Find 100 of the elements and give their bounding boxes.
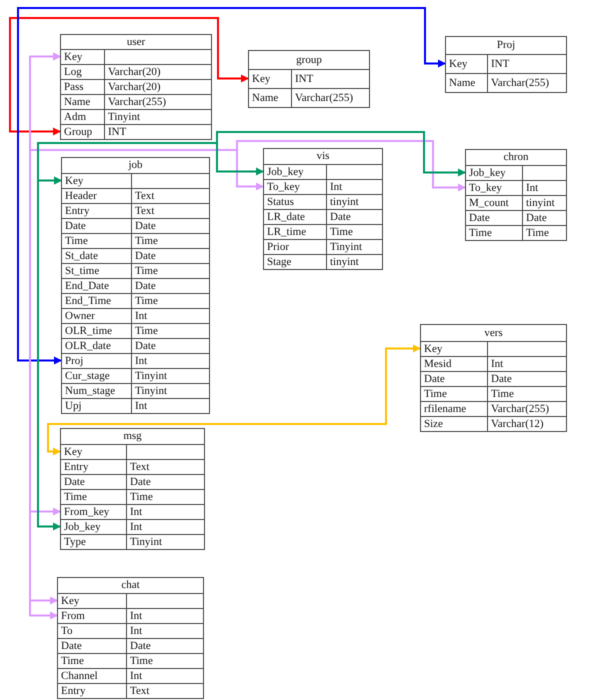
database-table	[263, 148, 383, 270]
table-name: Proj	[496, 38, 516, 53]
connector-arrow	[37, 176, 62, 530]
field-name: Job_key	[267, 165, 304, 179]
database-table	[60, 428, 205, 550]
table-name: vis	[316, 149, 330, 164]
field-type: Tinyint	[326, 240, 382, 254]
table-row	[249, 69, 369, 88]
field-type: Text	[131, 204, 209, 218]
field-type: Varchar(255)	[487, 74, 566, 92]
field-type: Date	[131, 219, 209, 233]
table-row	[264, 194, 382, 209]
table-row	[421, 386, 566, 401]
table-row	[264, 254, 382, 269]
table-row	[466, 165, 566, 180]
field-type: Int	[126, 520, 204, 534]
field-type: Int	[126, 609, 203, 623]
field-name: Channel	[61, 669, 98, 683]
table-row	[58, 638, 203, 653]
table-row	[61, 94, 211, 109]
field-type: INT	[291, 70, 369, 88]
field-type: tinyint	[326, 255, 382, 269]
field-name: Prior	[267, 240, 289, 254]
database-table	[445, 36, 567, 93]
table-row	[62, 248, 209, 263]
table-row	[62, 173, 209, 188]
field-name: Key	[64, 50, 82, 64]
field-type: Time	[131, 234, 209, 248]
field-type: Text	[131, 189, 209, 203]
field-name: Adm	[64, 110, 86, 124]
table-row	[421, 416, 566, 431]
field-type: tinyint	[522, 196, 566, 210]
connector-arrow	[47, 344, 421, 456]
table-row	[62, 323, 209, 338]
table-name: job	[127, 158, 144, 173]
field-name: Log	[64, 65, 82, 79]
field-type: Varchar(255)	[104, 95, 211, 109]
field-name: Date	[65, 219, 86, 233]
field-name: Time	[64, 490, 87, 504]
table-row	[58, 668, 203, 683]
database-table	[57, 577, 204, 699]
database-table	[248, 50, 370, 108]
field-name: Type	[64, 535, 86, 549]
table-row	[466, 210, 566, 225]
field-type: Int	[131, 399, 209, 413]
field-type: Int	[131, 354, 209, 368]
table-row	[58, 608, 203, 623]
table-row	[466, 180, 566, 195]
field-name: To_key	[267, 180, 300, 194]
field-name: OLR_time	[65, 324, 112, 338]
table-row	[264, 224, 382, 239]
field-name: Date	[469, 211, 490, 225]
field-type: Int	[487, 357, 566, 371]
connector-arrow	[9, 17, 249, 136]
field-type: Text	[126, 684, 203, 698]
field-type: Date	[131, 339, 209, 353]
field-name: Pass	[64, 80, 84, 94]
table-row	[62, 263, 209, 278]
field-type: Time	[131, 324, 209, 338]
field-name: End_Time	[65, 294, 112, 308]
connector-arrow	[17, 7, 446, 364]
table-row	[62, 188, 209, 203]
field-name: Upj	[65, 399, 82, 413]
field-type: Tinyint	[126, 535, 204, 549]
database-table	[61, 157, 210, 414]
field-name: Group	[64, 125, 92, 139]
field-type: Int	[126, 624, 203, 638]
field-type: Tinyint	[104, 110, 211, 124]
field-name: LR_time	[267, 225, 306, 239]
field-type: Time	[326, 225, 382, 239]
field-name: Time	[424, 387, 447, 401]
table-name: chat	[120, 578, 141, 593]
field-name: From_key	[64, 505, 110, 519]
field-name: To	[61, 624, 72, 638]
field-name: Key	[61, 594, 80, 608]
table-row	[264, 239, 382, 254]
table-row	[61, 444, 204, 459]
table-row	[421, 356, 566, 371]
field-name: Date	[64, 475, 85, 489]
field-name: Date	[424, 372, 445, 386]
table-row	[61, 534, 204, 549]
field-type: Time	[126, 490, 204, 504]
table-row	[62, 383, 209, 398]
field-name: Entry	[65, 204, 90, 218]
table-row	[264, 164, 382, 179]
table-row	[61, 64, 211, 79]
field-type: Tinyint	[131, 369, 209, 383]
field-name: Mesid	[424, 357, 452, 371]
field-type: Time	[522, 226, 566, 240]
field-type: Text	[126, 460, 204, 474]
table-row	[61, 474, 204, 489]
field-name: From	[61, 609, 85, 623]
field-name: Time	[65, 234, 88, 248]
table-row	[62, 293, 209, 308]
table-row	[61, 109, 211, 124]
field-name: Entry	[61, 684, 86, 698]
field-name: Entry	[64, 460, 88, 474]
field-name: Time	[61, 654, 84, 668]
field-name: Name	[449, 76, 476, 90]
table-row	[61, 519, 204, 534]
